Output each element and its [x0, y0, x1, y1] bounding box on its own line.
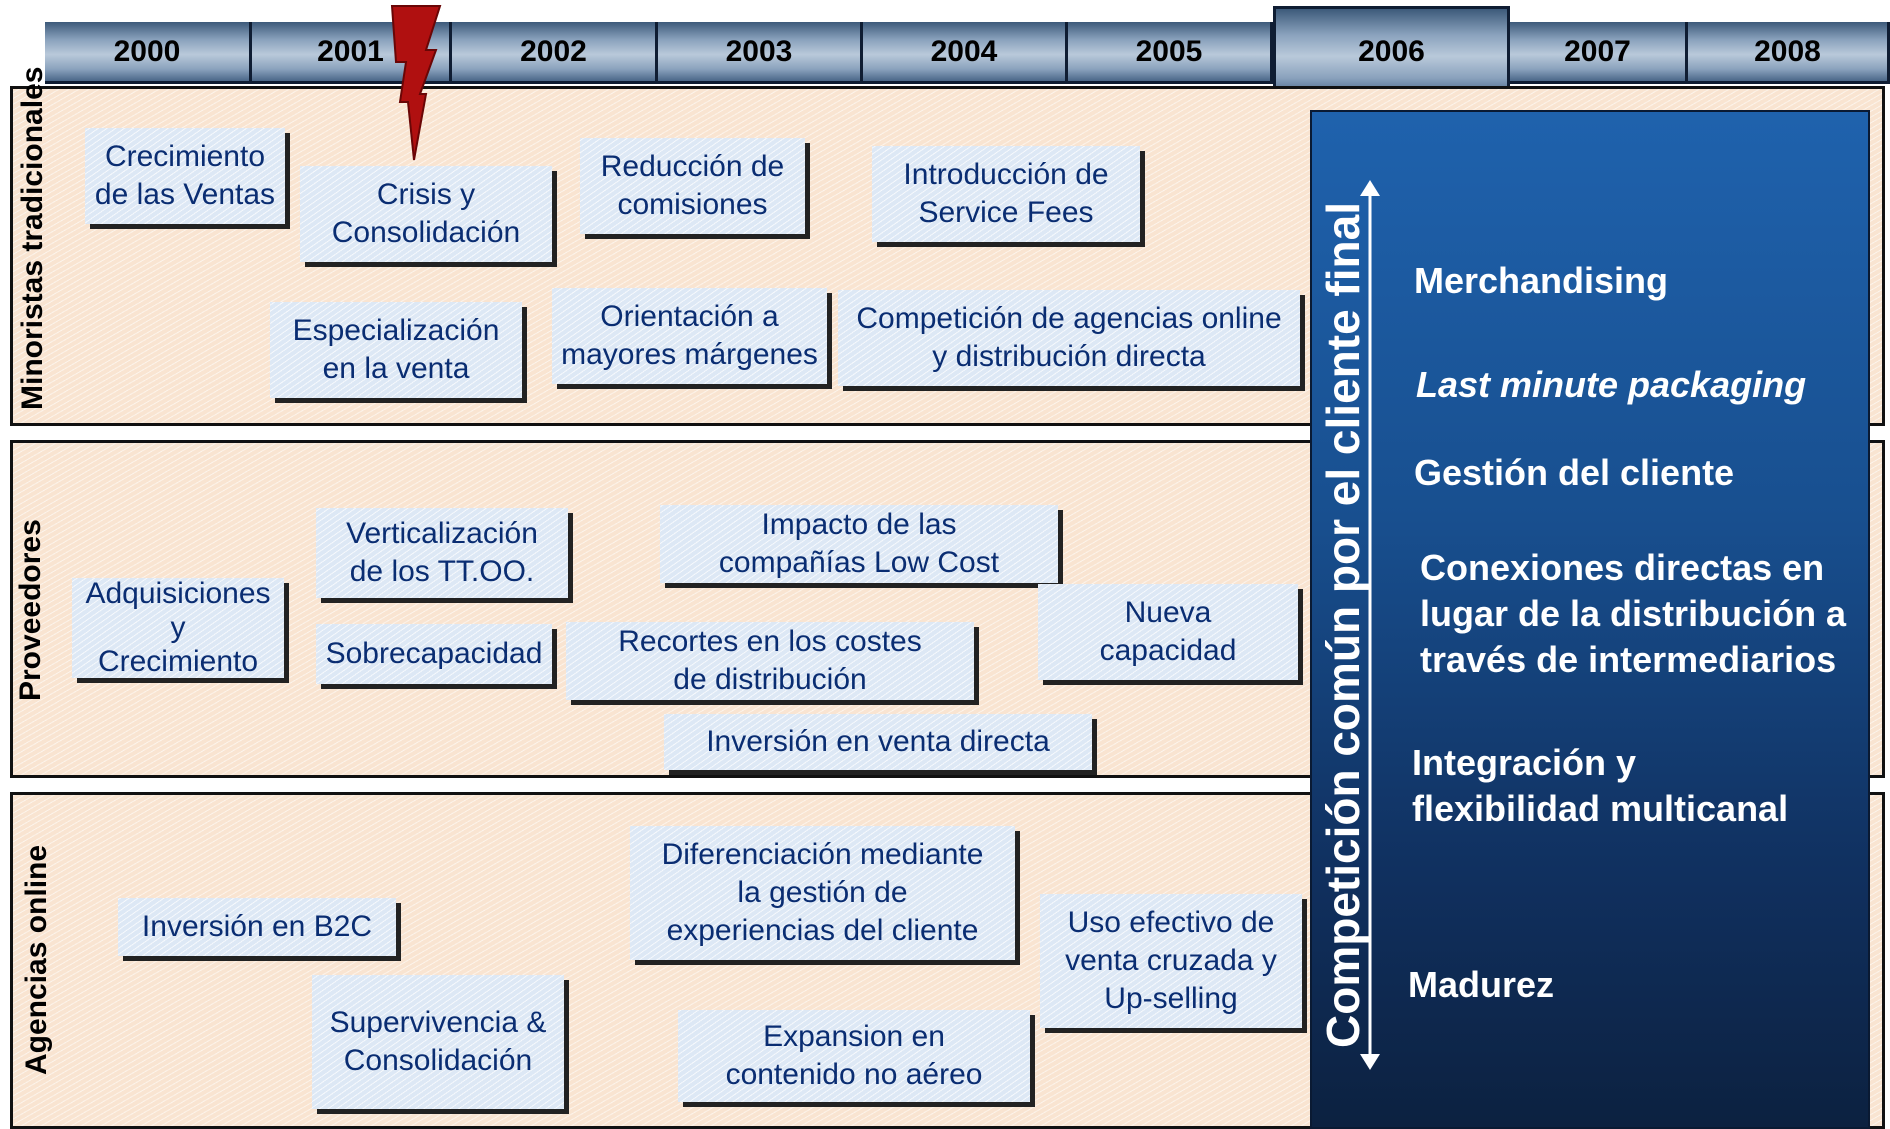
- year-2005: 2005: [1068, 22, 1273, 84]
- box-uso-efectivo: Uso efectivo de venta cruzada y Up-selli…: [1040, 894, 1302, 1028]
- box-recortes-costes: Recortes en los costes de distribución: [566, 622, 974, 700]
- box-orientacion-margenes: Orientación a mayores márgenes: [552, 288, 827, 384]
- lane-label-agencias: Agencias online: [20, 844, 53, 1076]
- box-verticalizacion: Verticalización de los TT.OO.: [316, 508, 568, 598]
- box-adquisiciones: Adquisiciones y Crecimiento: [72, 578, 284, 678]
- year-2003: 2003: [658, 22, 863, 84]
- year-2007: 2007: [1510, 22, 1688, 84]
- box-crecimiento-ventas: Crecimiento de las Ventas: [85, 128, 285, 224]
- box-venta-directa: Inversión en venta directa: [664, 714, 1092, 770]
- panel-item-gestion-cliente: Gestión del cliente: [1414, 452, 1735, 493]
- year-2000: 2000: [45, 22, 252, 84]
- box-supervivencia: Supervivencia & Consolidación: [312, 975, 564, 1109]
- panel-item-madurez: Madurez: [1408, 964, 1555, 1005]
- box-reduccion-comisiones: Reducción de comisiones: [580, 138, 805, 234]
- year-2004: 2004: [863, 22, 1068, 84]
- box-service-fees: Introducción de Service Fees: [872, 146, 1140, 242]
- panel-item-conexiones: Conexiones directas en lugar de la distr…: [1420, 547, 1847, 680]
- lane-label-proveedores: Proveedores: [14, 519, 47, 701]
- box-expansion: Expansion en contenido no aéreo: [678, 1010, 1030, 1102]
- year-2002: 2002: [452, 22, 658, 84]
- box-low-cost: Impacto de las compañías Low Cost: [660, 505, 1058, 583]
- box-nueva-capacidad: Nueva capacidad: [1038, 584, 1298, 680]
- panel-item-last-minute: Last minute packaging: [1416, 364, 1807, 405]
- box-especializacion: Especialización en la venta: [270, 302, 522, 398]
- year-2006-selected: 2006: [1273, 6, 1510, 98]
- lightning-bolt-icon: [390, 5, 442, 161]
- lane-label-minoristas: Minoristas tradicionales: [16, 66, 49, 410]
- panel-item-merchandising: Merchandising: [1414, 260, 1669, 301]
- box-inversion-b2c: Inversión en B2C: [118, 898, 396, 956]
- year-2008: 2008: [1688, 22, 1890, 84]
- panel-title: Competición común por el cliente final: [1317, 202, 1369, 1048]
- double-arrow-icon: [1360, 180, 1380, 1070]
- box-diferenciacion: Diferenciación mediante la gestión de ex…: [630, 826, 1015, 960]
- box-crisis-consolidacion: Crisis y Consolidación: [300, 166, 552, 262]
- panel-item-integracion: Integración y flexibilidad multicanal: [1412, 742, 1789, 829]
- box-sobrecapacidad: Sobrecapacidad: [316, 624, 552, 684]
- box-competicion-online: Competición de agencias online y distrib…: [838, 290, 1300, 386]
- competition-panel: [1310, 110, 1870, 1129]
